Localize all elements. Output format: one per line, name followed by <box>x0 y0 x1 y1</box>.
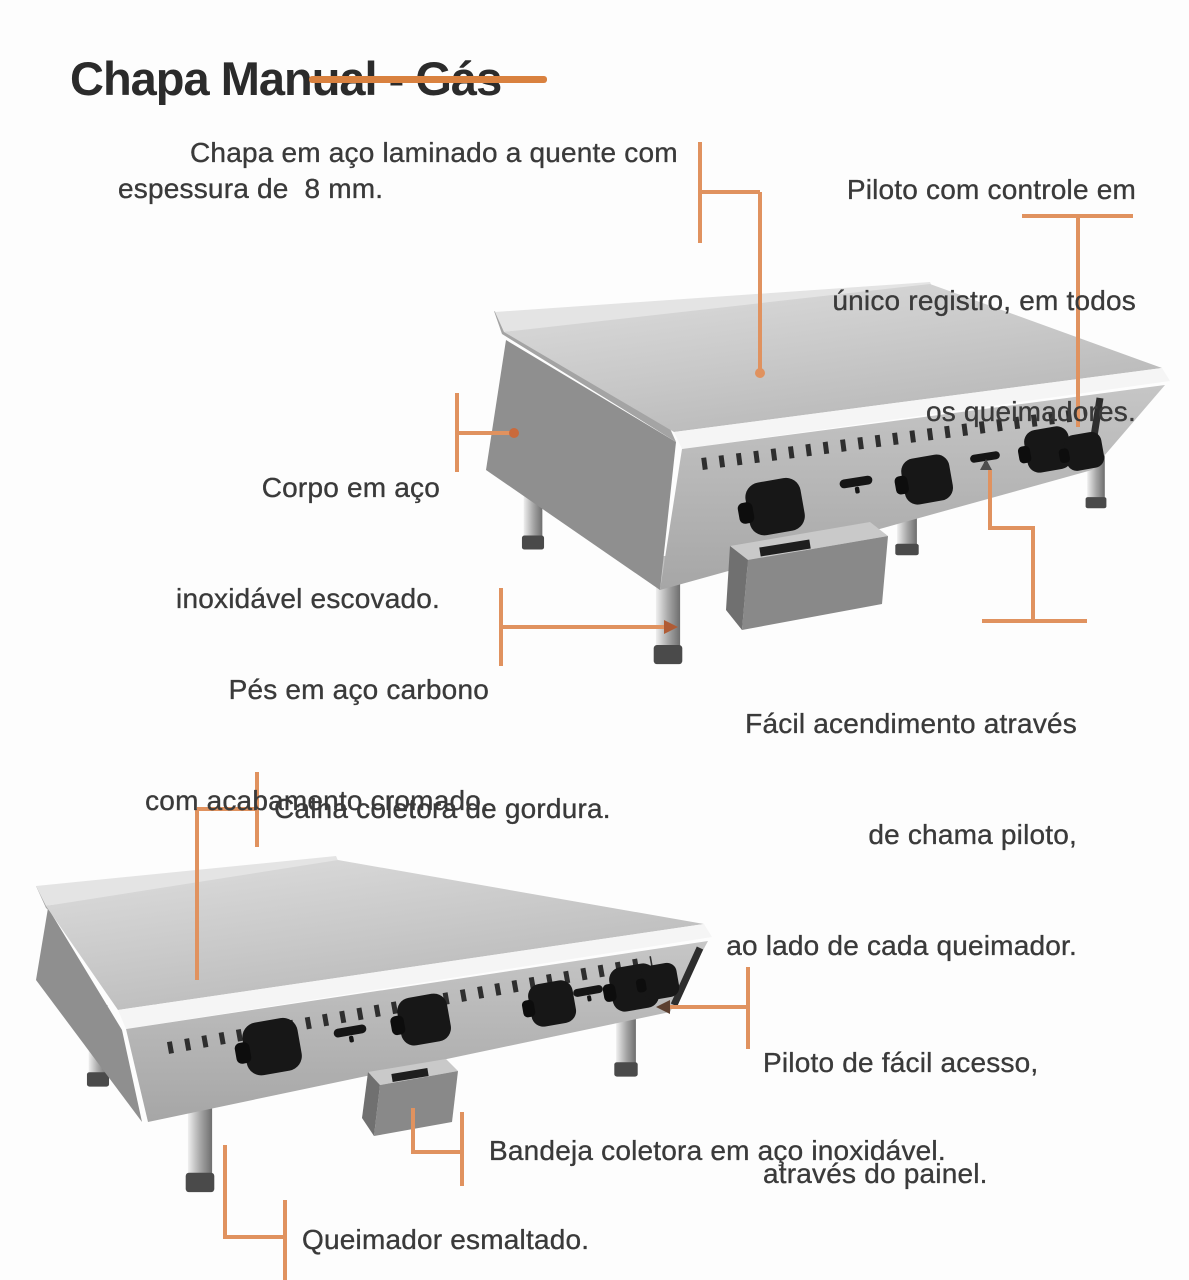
griddle-front-lip <box>118 924 712 1029</box>
grease-drawer-front <box>742 536 888 630</box>
callout-facil-acendimento: Fácil acendimento através de chama pilot… <box>726 631 1077 1001</box>
callout-arrow-pes <box>664 620 678 634</box>
callout-line-piloto-registro <box>1022 214 1133 427</box>
callout-dot-corpo <box>509 428 519 438</box>
callout-text: inoxidável escovado. <box>176 583 440 614</box>
callout-text: único registro, em todos <box>832 285 1136 316</box>
callout-line-corpo <box>455 393 512 472</box>
griddle-front-lip <box>674 368 1170 449</box>
callout-text: Piloto com controle em <box>846 174 1136 205</box>
callout-dot-chapa <box>755 368 765 378</box>
griddle-plate <box>46 860 704 1010</box>
callout-line-bandeja <box>411 1108 464 1186</box>
callout-piloto-painel: Piloto de fácil acesso, através do paine… <box>763 970 1039 1229</box>
callout-line-piloto-painel <box>668 967 750 1049</box>
grease-drawer-side <box>362 1072 380 1136</box>
callout-text: Pés em aço carbono <box>228 674 489 705</box>
callout-chapa-aco-line1: Chapa em aço laminado a quente com <box>190 137 678 168</box>
griddle-illustration-top <box>486 282 1170 665</box>
callout-piloto-registro: Piloto com controle em único registro, e… <box>832 97 1136 467</box>
callout-text: através do painel. <box>763 1158 988 1189</box>
callout-bandeja-coletora: Bandeja coletora em aço inoxidável. <box>489 1135 946 1166</box>
griddle-left-side <box>36 908 142 1122</box>
callout-line-queimador <box>223 1145 287 1280</box>
callout-chapa-aco-line2: espessura de 8 mm. <box>118 173 384 204</box>
callout-corpo-inox: Corpo em aço inoxidável escovado. <box>176 395 440 654</box>
title-underline <box>309 76 547 83</box>
callout-line-acendimento <box>982 470 1087 623</box>
callout-line-chapa <box>698 142 762 372</box>
grease-drawer-front <box>374 1071 458 1136</box>
callout-text: com acabamento cromado. <box>145 785 489 816</box>
callout-line-pes <box>499 588 666 666</box>
vent-slots <box>701 408 1086 470</box>
callout-queimador-esmaltado: Queimador esmaltado. <box>302 1224 590 1255</box>
grease-drawer-slot <box>391 1068 429 1082</box>
callout-pes-cromado: Pés em aço carbono com acabamento cromad… <box>145 597 489 856</box>
callout-text: Corpo em aço <box>261 472 440 503</box>
callout-arrow-acendimento <box>980 459 992 470</box>
griddle-plate <box>504 284 1162 432</box>
callout-arrow-piloto-painel <box>656 1000 670 1014</box>
callout-line-calha <box>195 772 259 980</box>
panel-right-edge <box>670 946 704 1007</box>
griddle-left-side <box>486 340 676 590</box>
callout-text: Fácil acendimento através <box>745 708 1077 739</box>
callout-calha-gordura: Calha coletora de gordura. <box>274 793 611 824</box>
callout-text: Piloto de fácil acesso, <box>763 1047 1039 1078</box>
griddle-splash-guard-back <box>36 856 342 906</box>
callout-text: de chama piloto, <box>868 819 1077 850</box>
callout-text: ao lado de cada queimador. <box>726 930 1077 961</box>
grease-drawer-side <box>726 546 748 630</box>
callout-lines <box>195 142 1133 1280</box>
grease-drawer-slot <box>759 539 811 557</box>
griddle-splash-guard-back <box>495 282 936 332</box>
griddle-illustration-bottom <box>36 856 712 1193</box>
callout-text: os queimadores. <box>925 396 1136 427</box>
